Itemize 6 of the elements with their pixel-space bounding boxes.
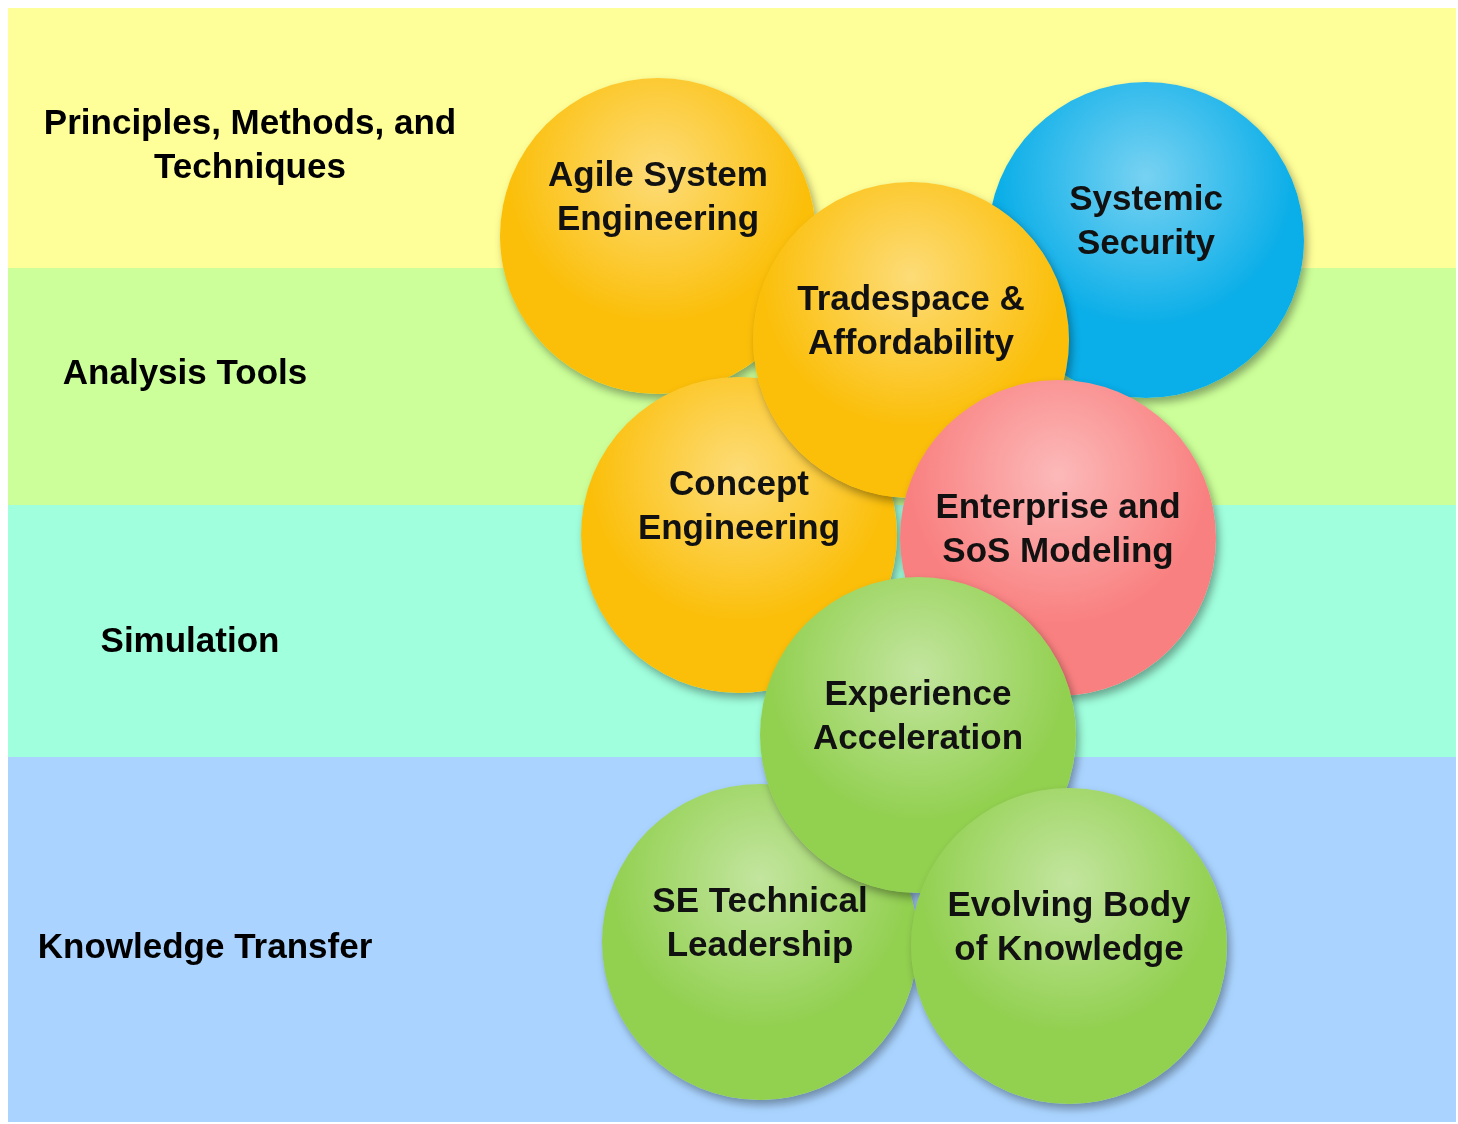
row-label: Principles, Methods, and Techniques — [42, 101, 458, 187]
row-label: Simulation — [99, 619, 281, 661]
row-label: Analysis Tools — [61, 351, 309, 393]
row-label: Knowledge Transfer — [36, 925, 374, 967]
topic-circle: Evolving Body of Knowledge — [911, 788, 1227, 1104]
row-band — [8, 757, 1456, 1122]
